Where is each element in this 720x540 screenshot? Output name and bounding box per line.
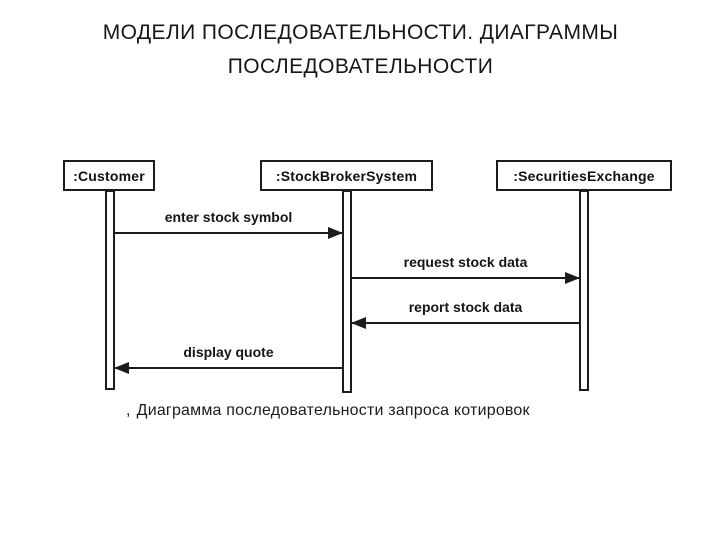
message-label-request-stock-data: request stock data [403, 254, 528, 270]
diagram-caption: , Диаграмма последовательности запроса ко… [126, 402, 530, 420]
lifeline-activation-stockbrokersystem [342, 190, 352, 393]
message-arrow-display-quote [114, 362, 342, 374]
message-arrow-enter-stock-symbol [115, 227, 343, 239]
actor-box-securitiesexchange: :SecuritiesExchange [496, 160, 672, 191]
message-label-enter-stock-symbol: enter stock symbol [164, 209, 293, 225]
arrowhead-right-icon [565, 272, 580, 284]
arrowhead-left-icon [351, 317, 366, 329]
message-label-display-quote: display quote [183, 344, 274, 360]
message-arrow-report-stock-data [351, 317, 579, 329]
diagram-caption-text: Диаграмма последовательности запроса кот… [136, 402, 530, 419]
actor-label-stockbrokersystem: :StockBrokerSystem [275, 167, 418, 184]
actor-box-stockbrokersystem: :StockBrokerSystem [260, 160, 433, 191]
actor-label-securitiesexchange: :SecuritiesExchange [513, 167, 655, 184]
message-arrow-request-stock-data [352, 272, 580, 284]
slide-title-line-1: МОДЕЛИ ПОСЛЕДОВАТЕЛЬНОСТИ. ДИАГРАММЫ [102, 21, 619, 44]
message-label-report-stock-data: report stock data [408, 299, 523, 315]
actor-label-customer: :Customer [73, 167, 145, 184]
slide-title: МОДЕЛИ ПОСЛЕДОВАТЕЛЬНОСТИ. ДИАГРАММЫ ПОС… [38, 16, 683, 84]
lifeline-activation-securitiesexchange [579, 190, 589, 391]
slide-title-line-2: ПОСЛЕДОВАТЕЛЬНОСТИ [227, 55, 494, 78]
lifeline-activation-customer [105, 190, 115, 390]
actor-box-customer: :Customer [63, 160, 155, 191]
arrowhead-left-icon [114, 362, 129, 374]
diagram-caption-prefix: , [126, 402, 131, 419]
arrowhead-right-icon [328, 227, 343, 239]
